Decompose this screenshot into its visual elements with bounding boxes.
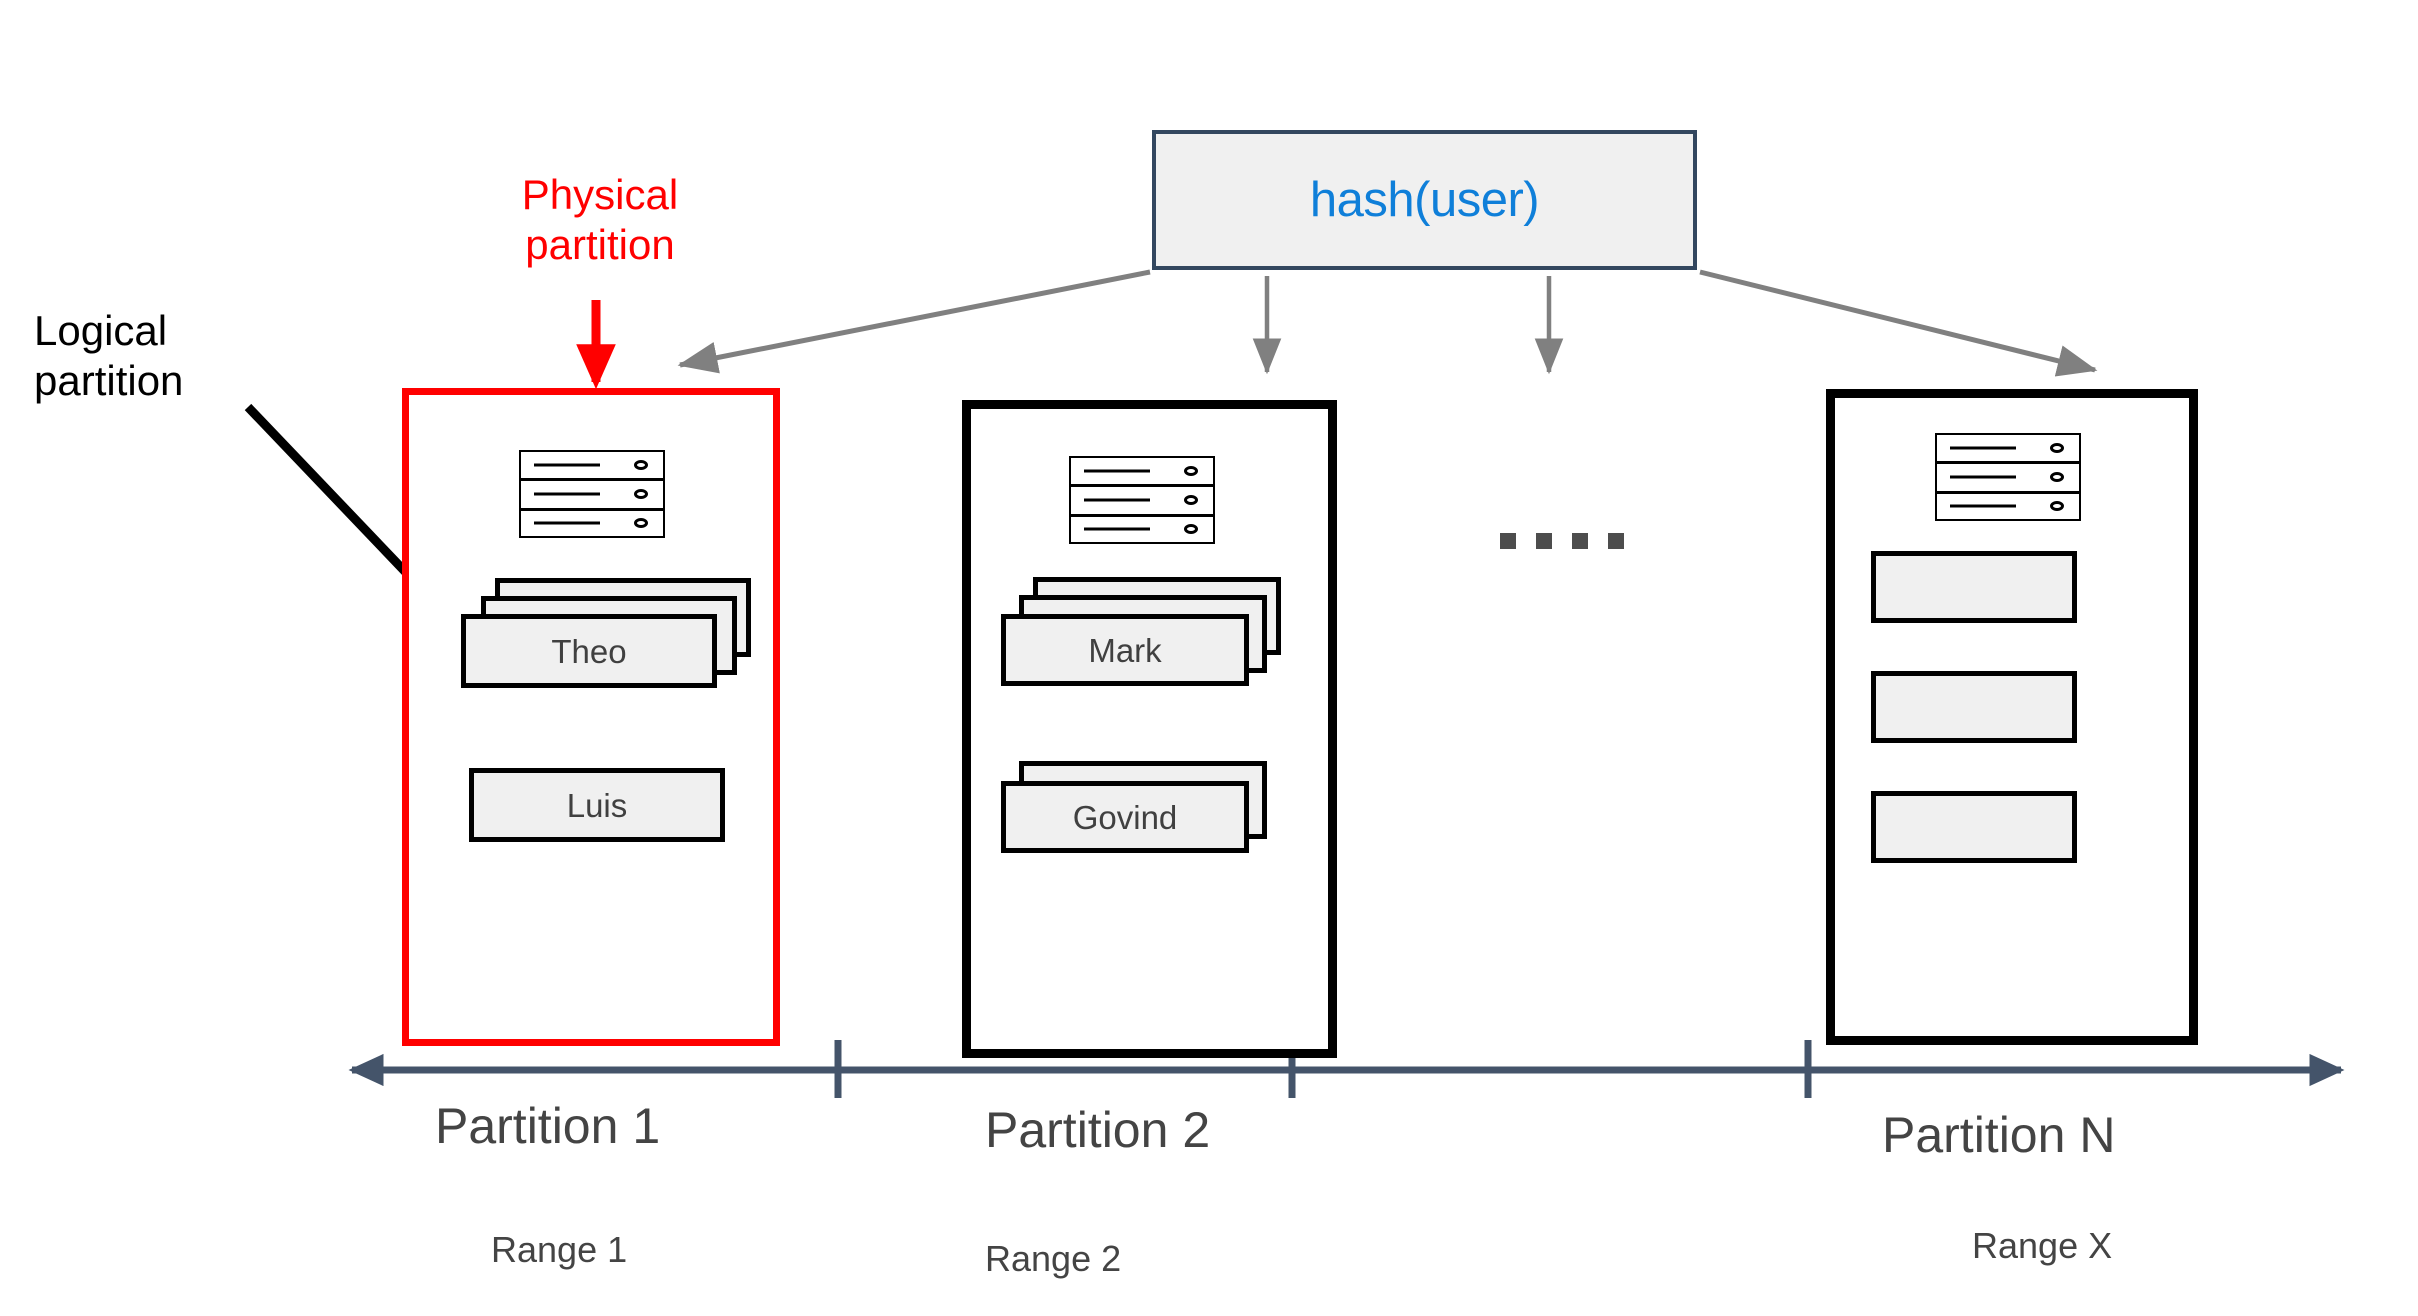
partition-n-container[interactable]	[1826, 389, 2198, 1045]
dot	[1608, 533, 1624, 549]
partition-1-container[interactable]: Theo Luis	[402, 388, 780, 1046]
card-label: Govind	[1072, 798, 1178, 836]
logical-partition-empty-2[interactable]	[1871, 671, 2081, 745]
partition-n-range-label: Range X	[1972, 1225, 2113, 1266]
partition-n-axis-label: Partition N	[1882, 1107, 2116, 1163]
partition-1-axis-label: Partition 1	[435, 1098, 661, 1154]
hash-to-partition-n-arrow	[1699, 269, 2098, 377]
card-front[interactable]: Theo	[461, 614, 717, 688]
partition-1-range-label: Range 1	[491, 1229, 628, 1270]
logical-partition-govind[interactable]: Govind	[1001, 761, 1301, 856]
card-label: Mark	[1088, 631, 1162, 669]
logical-partition-theo[interactable]: Theo	[461, 578, 751, 688]
server-rack-icon	[1935, 433, 2081, 521]
dot	[1572, 533, 1588, 549]
card-front[interactable]	[1871, 791, 2077, 863]
logical-partition-luis[interactable]: Luis	[469, 768, 727, 843]
logical-partition-mark[interactable]: Mark	[1001, 577, 1301, 687]
card-label: Luis	[566, 786, 628, 824]
card-front[interactable]	[1871, 671, 2077, 743]
dot	[1536, 533, 1552, 549]
card-front[interactable]: Govind	[1001, 781, 1249, 853]
card-front[interactable]	[1871, 551, 2077, 623]
hash-function-box[interactable]: hash(user)	[1152, 130, 1697, 270]
server-rack-icon	[1069, 456, 1215, 544]
logical-partition-empty-3[interactable]	[1871, 791, 2081, 865]
continuation-dots-icon	[1500, 533, 1624, 549]
physical-partition-annotation: Physical partition	[521, 171, 679, 268]
card-front[interactable]: Luis	[469, 768, 725, 842]
partition-2-range-label: Range 2	[985, 1238, 1122, 1279]
hash-function-label: hash(user)	[1309, 172, 1540, 227]
server-rack-icon	[519, 450, 665, 538]
card-front[interactable]: Mark	[1001, 614, 1249, 686]
dot	[1500, 533, 1516, 549]
partition-2-axis-label: Partition 2	[985, 1102, 1211, 1158]
partition-2-container[interactable]: Mark Govind	[962, 400, 1337, 1058]
card-label: Theo	[551, 632, 627, 670]
logical-partition-empty-1[interactable]	[1871, 551, 2081, 625]
logical-partition-annotation: Logical partition	[34, 307, 184, 404]
hash-to-partition-1-arrow	[677, 269, 1151, 374]
